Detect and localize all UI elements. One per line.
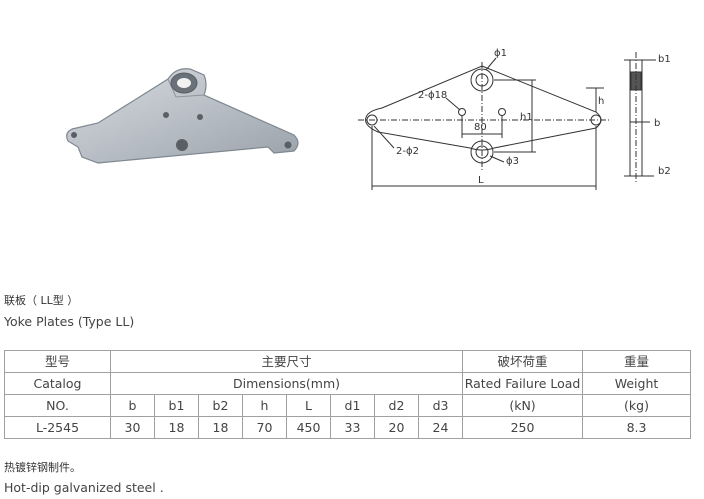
dimensions-header-cn: 主要尺寸 xyxy=(109,350,464,373)
technical-drawing: ϕ1 2-ϕ18 80 h h1 2-ϕ2 ϕ3 L b1 b b2 xyxy=(358,48,671,190)
product-photo xyxy=(66,68,299,164)
label-b2: b2 xyxy=(658,166,671,177)
dim-value-d1: 33 xyxy=(330,416,375,439)
dim-value-d2: 20 xyxy=(374,416,419,439)
catalog-header-cn: 型号 xyxy=(4,350,111,373)
label-h: h xyxy=(598,96,604,107)
section-heading-english: Yoke Plates (Type LL) xyxy=(4,314,135,329)
label-b: b xyxy=(654,118,660,129)
dimensions-header-en: Dimensions(mm) xyxy=(109,372,464,395)
dim-value-h: 70 xyxy=(242,416,287,439)
dim-header-d1: d1 xyxy=(330,394,375,417)
label-2-phi18: 2-ϕ18 xyxy=(418,90,447,101)
plate-outline xyxy=(365,65,602,151)
dim-header-b: b xyxy=(110,394,155,417)
dim-value-b2: 18 xyxy=(198,416,243,439)
material-note-chinese: 热镀锌钢制件。 xyxy=(4,461,81,474)
header-row-3: NO. b b1 b2 h L d1 d2 d3 (kN) (kg) xyxy=(4,394,692,417)
spec-table: 型号 主要尺寸 破坏荷重 重量 Catalog Dimensions(mm) R… xyxy=(4,350,692,439)
load-value: 250 xyxy=(462,416,584,439)
dim-value-d3: 24 xyxy=(417,416,464,439)
label-h1: h1 xyxy=(520,112,533,123)
label-2-phi2: 2-ϕ2 xyxy=(396,146,419,157)
dim-header-d3: d3 xyxy=(417,394,464,417)
dim-value-b: 30 xyxy=(110,416,155,439)
material-note-english: Hot-dip galvanized steel . xyxy=(4,480,164,495)
weight-value: 8.3 xyxy=(582,416,692,439)
dim-header-b2: b2 xyxy=(198,394,243,417)
dim-value-b1: 18 xyxy=(154,416,199,439)
table-row: L-2545 30 18 18 70 450 33 20 24 250 8.3 xyxy=(4,416,692,439)
load-header-en: Rated Failure Load xyxy=(462,372,584,395)
dim-header-b1: b1 xyxy=(154,394,199,417)
label-phi1: ϕ1 xyxy=(494,48,507,59)
dim-header-h: h xyxy=(242,394,287,417)
weight-unit: (kg) xyxy=(582,394,692,417)
label-phi3: ϕ3 xyxy=(506,156,519,167)
dim-header-d2: d2 xyxy=(374,394,419,417)
load-header-cn: 破坏荷重 xyxy=(462,350,584,373)
section-heading-chinese: 联板（ LL型 ） xyxy=(4,294,79,307)
dim-value-L: 450 xyxy=(286,416,331,439)
weight-header-cn: 重量 xyxy=(582,350,692,373)
catalog-header-no: NO. xyxy=(4,394,111,417)
weight-header-en: Weight xyxy=(582,372,692,395)
catalog-header-en: Catalog xyxy=(4,372,111,395)
label-b1: b1 xyxy=(658,54,671,65)
header-row-2: Catalog Dimensions(mm) Rated Failure Loa… xyxy=(4,372,692,395)
header-row-1: 型号 主要尺寸 破坏荷重 重量 xyxy=(4,350,692,373)
load-unit: (kN) xyxy=(462,394,584,417)
label-L: L xyxy=(478,175,484,186)
catalog-value: L-2545 xyxy=(4,416,111,439)
dim-header-L: L xyxy=(286,394,331,417)
label-80: 80 xyxy=(474,122,487,133)
